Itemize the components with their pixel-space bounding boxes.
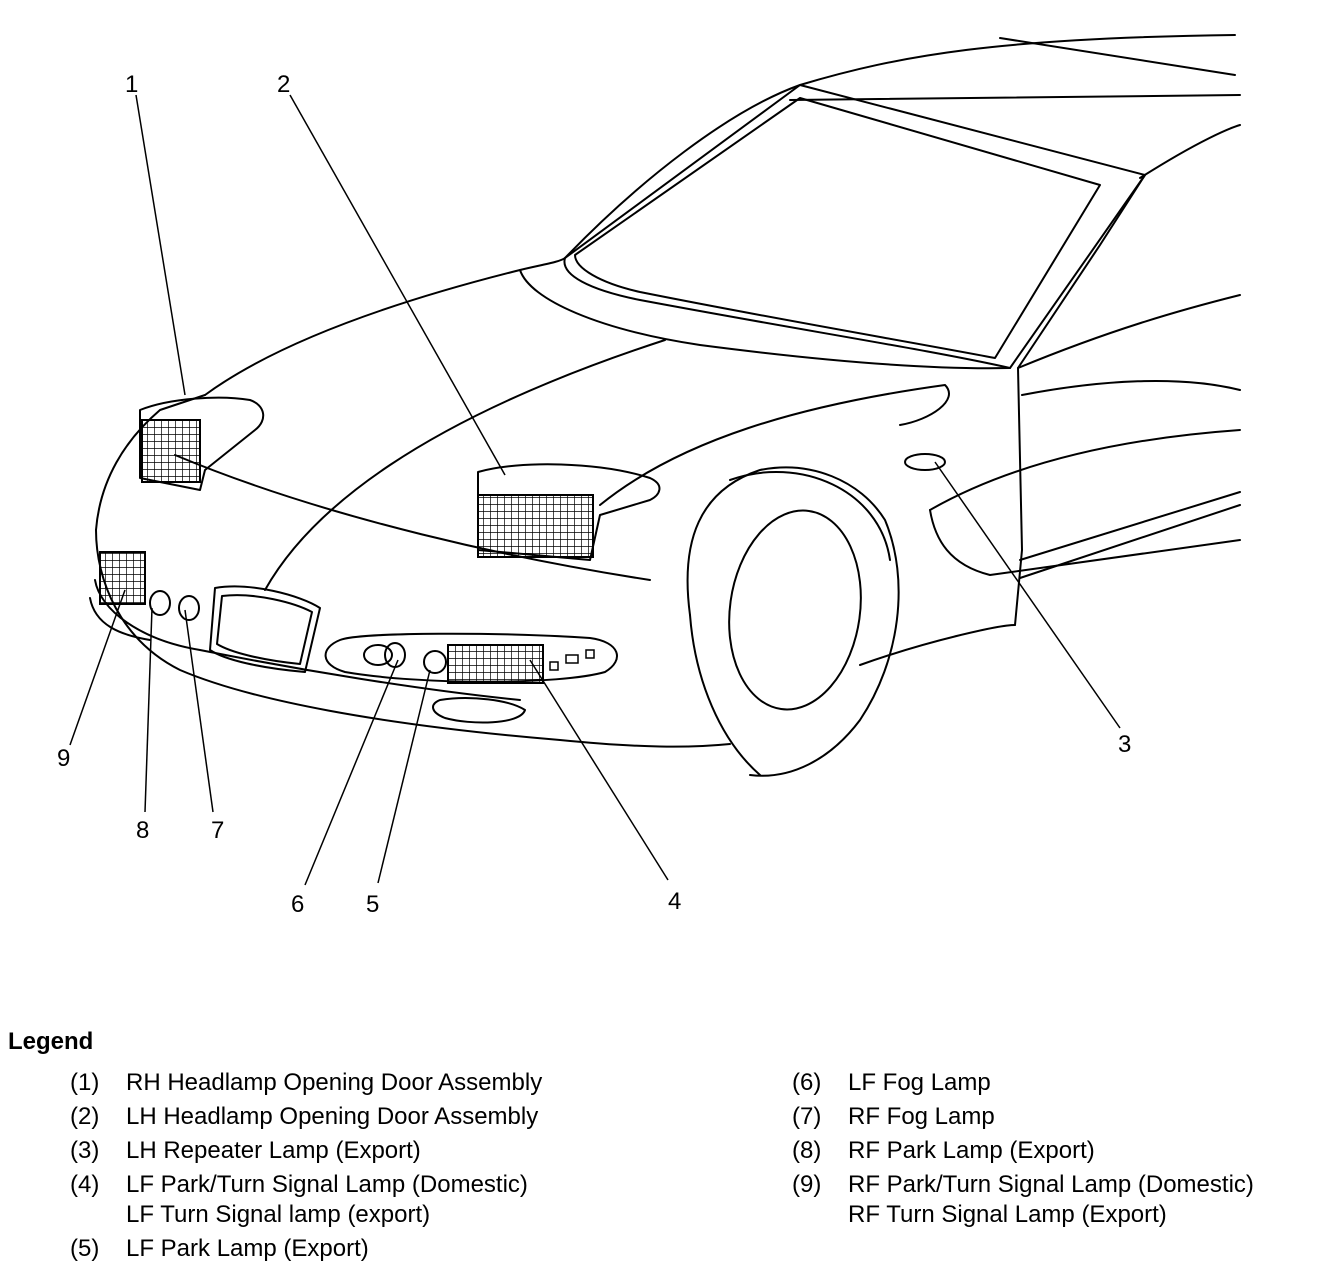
legend-item-number: (4) xyxy=(70,1171,100,1198)
legend: Legend (1) RH Headlamp Opening Door Asse… xyxy=(0,1020,1328,1272)
legend-item: (3) LH Repeater Lamp (Export) xyxy=(70,1136,542,1166)
callout-5: 5 xyxy=(366,891,379,918)
legend-item-number: (3) xyxy=(70,1137,100,1164)
roof-outline xyxy=(564,34,1241,259)
center-grille xyxy=(209,585,321,673)
callout-4: 4 xyxy=(668,888,681,915)
legend-item: (1) RH Headlamp Opening Door Assembly xyxy=(70,1068,542,1098)
windshield xyxy=(563,84,1146,369)
leader-lines xyxy=(69,94,1121,886)
rf-lamp-assembly xyxy=(99,551,200,621)
legend-item-number: (1) xyxy=(70,1069,100,1096)
a-pillar-and-door xyxy=(929,174,1241,626)
legend-item-text: LH Repeater Lamp (Export) xyxy=(126,1137,421,1164)
legend-item-text: LF Park Lamp (Export) xyxy=(126,1235,369,1262)
legend-item-text: LF Park/Turn Signal Lamp (Domestic) LF T… xyxy=(126,1171,528,1228)
hood-outline xyxy=(89,257,1016,748)
callout-9: 9 xyxy=(57,745,70,772)
legend-column-right: (6) LF Fog Lamp (7) RF Fog Lamp (8) RF P… xyxy=(792,1068,1254,1234)
front-wheel xyxy=(686,466,900,777)
car-front-lamps-diagram: 1 2 3 4 5 6 7 8 9 xyxy=(57,34,1241,918)
lf-lamp-assembly xyxy=(324,632,618,684)
legend-item-text: RF Park Lamp (Export) xyxy=(848,1137,1095,1164)
legend-item-text: RF Fog Lamp xyxy=(848,1103,995,1130)
legend-item-text: LF Fog Lamp xyxy=(848,1069,991,1096)
legend-item-number: (8) xyxy=(792,1137,822,1164)
lh-repeater-lamp xyxy=(904,453,946,471)
legend-item-text: RH Headlamp Opening Door Assembly xyxy=(126,1069,543,1096)
legend-item: (5) LF Park Lamp (Export) xyxy=(70,1234,542,1264)
legend-item: (9) RF Park/Turn Signal Lamp (Domestic) … xyxy=(792,1170,1254,1230)
lower-duct xyxy=(432,697,526,724)
callout-3: 3 xyxy=(1118,731,1131,758)
legend-item-number: (6) xyxy=(792,1069,822,1096)
callout-8: 8 xyxy=(136,817,149,844)
car-illustration: 1 2 3 4 5 6 7 8 9 xyxy=(57,34,1241,918)
legend-item-number: (2) xyxy=(70,1103,100,1130)
legend-item-number: (9) xyxy=(792,1171,822,1198)
legend-item: (2) LH Headlamp Opening Door Assembly xyxy=(70,1102,542,1132)
callout-7: 7 xyxy=(211,817,224,844)
callout-2: 2 xyxy=(277,71,290,98)
rh-headlamp-door xyxy=(139,396,265,491)
legend-item: (7) RF Fog Lamp xyxy=(792,1102,1254,1132)
legend-item: (8) RF Park Lamp (Export) xyxy=(792,1136,1254,1166)
callout-6: 6 xyxy=(291,891,304,918)
callout-1: 1 xyxy=(125,71,138,98)
legend-item-number: (5) xyxy=(70,1235,100,1262)
legend-item: (6) LF Fog Lamp xyxy=(792,1068,1254,1098)
lh-headlamp-door xyxy=(477,463,661,561)
legend-item-number: (7) xyxy=(792,1103,822,1130)
legend-title: Legend xyxy=(8,1028,94,1055)
legend-column-left: (1) RH Headlamp Opening Door Assembly (2… xyxy=(70,1068,542,1268)
legend-item: (4) LF Park/Turn Signal Lamp (Domestic) … xyxy=(70,1170,542,1230)
legend-item-text: LH Headlamp Opening Door Assembly xyxy=(126,1103,539,1130)
legend-item-text: RF Park/Turn Signal Lamp (Domestic) RF T… xyxy=(848,1171,1254,1228)
